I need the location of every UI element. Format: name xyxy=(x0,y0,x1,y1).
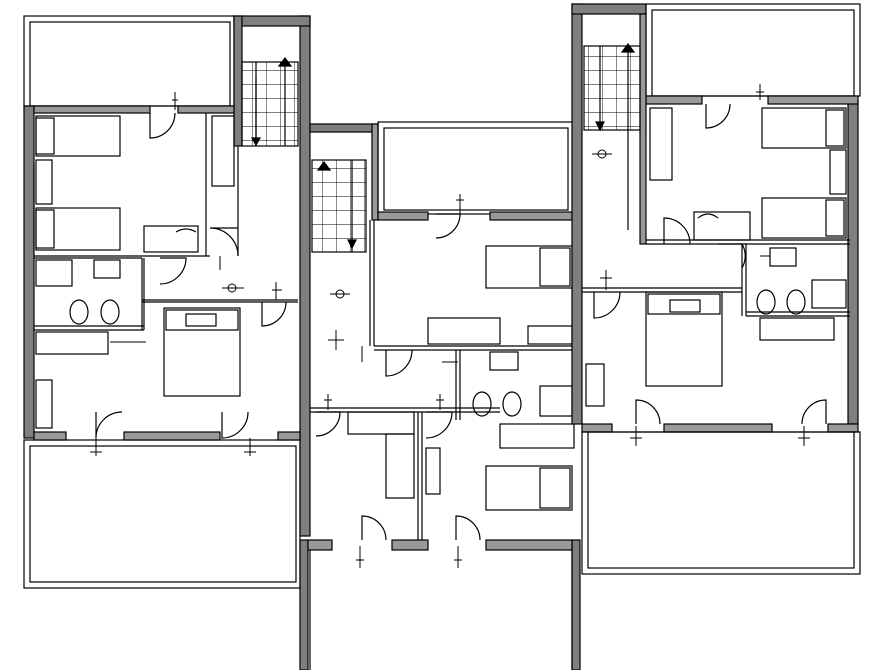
center-apartment xyxy=(299,121,581,670)
left-apartment xyxy=(23,15,311,589)
right-apartment xyxy=(571,3,861,575)
